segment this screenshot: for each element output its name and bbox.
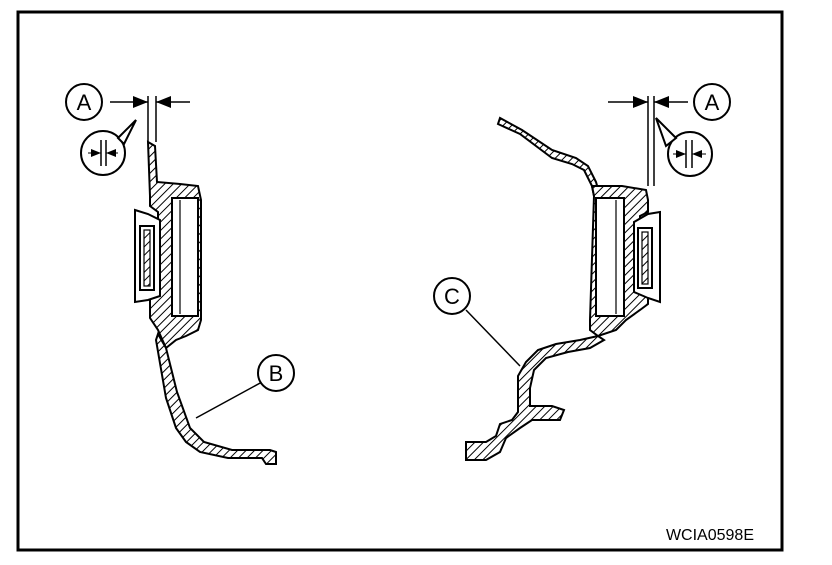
- right-part-callout: C: [444, 284, 460, 309]
- figure-frame: [16, 10, 784, 552]
- right-part-leader: [465, 309, 521, 367]
- left-wheel-section: A B: [65, 83, 295, 465]
- right-dimension-callout: A: [705, 90, 720, 115]
- left-part-leader: [195, 381, 263, 419]
- right-wheel-section: A C: [433, 83, 731, 461]
- left-cap-wall: [143, 229, 151, 287]
- right-bearing-bore: [595, 197, 625, 317]
- right-lower-spoke: [465, 334, 606, 461]
- right-detail-pointer: [655, 117, 678, 148]
- right-detail-bubble: [667, 131, 713, 177]
- figure-code: WCIA0598E: [666, 527, 754, 544]
- left-bearing-bore: [171, 197, 199, 317]
- left-disc: [154, 331, 277, 465]
- left-part-callout: B: [269, 361, 284, 386]
- left-dimension-callout-circle: [65, 83, 103, 121]
- left-detail-pointer: [116, 119, 137, 146]
- right-part-callout-circle: [433, 277, 471, 315]
- right-dimension-callout-circle: [693, 83, 731, 121]
- right-cap-wall: [641, 231, 649, 285]
- right-upper-spoke: [496, 116, 602, 197]
- left-part-callout-circle: [257, 354, 295, 392]
- left-dimension-callout: A: [77, 90, 92, 115]
- left-detail-bubble: [80, 130, 126, 176]
